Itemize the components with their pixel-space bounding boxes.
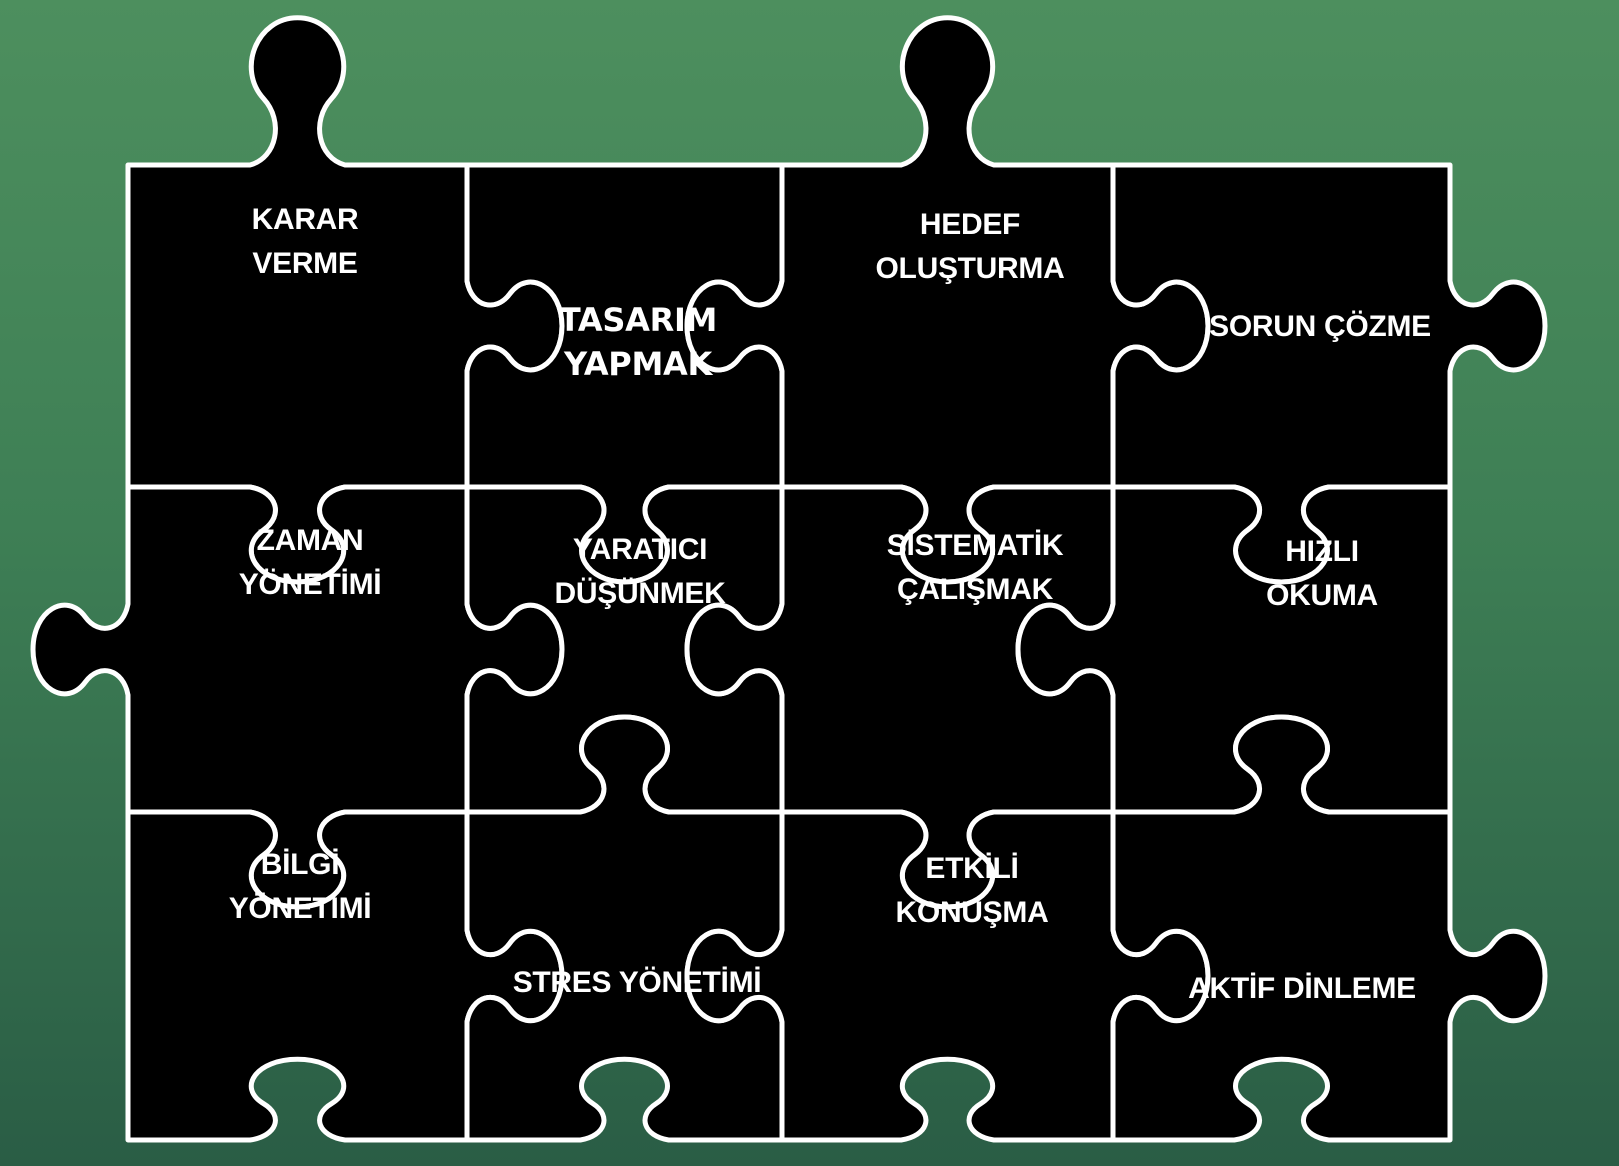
piece-label-karar-verme: KARAR VERME (252, 198, 359, 286)
piece-label-tasarim-yapmak: TASARIM YAPMAK (559, 298, 717, 386)
piece-label-hedef-olusturma: HEDEF OLUŞTURMA (876, 203, 1065, 291)
piece-label-zaman-yonetimi: ZAMAN YÖNETİMİ (239, 519, 382, 607)
piece-label-etkili-konusma: ETKİLİ KONUŞMA (896, 847, 1049, 935)
piece-label-bilgi-yonetimi: BİLGİ YÖNETİMİ (229, 843, 372, 931)
piece-label-hizli-okuma: HIZLI OKUMA (1266, 530, 1378, 618)
piece-label-aktif-dinleme: AKTİF DİNLEME (1188, 967, 1416, 1011)
piece-label-yaratici-dusunmek: YARATICI DÜŞÜNMEK (555, 528, 726, 616)
piece-label-sorun-cozme: SORUN ÇÖZME (1209, 305, 1431, 349)
piece-label-sistematik-calismak: SİSTEMATİK ÇALIŞMAK (887, 524, 1063, 612)
piece-label-stres-yonetimi: STRES YÖNETİMİ (513, 961, 762, 1005)
